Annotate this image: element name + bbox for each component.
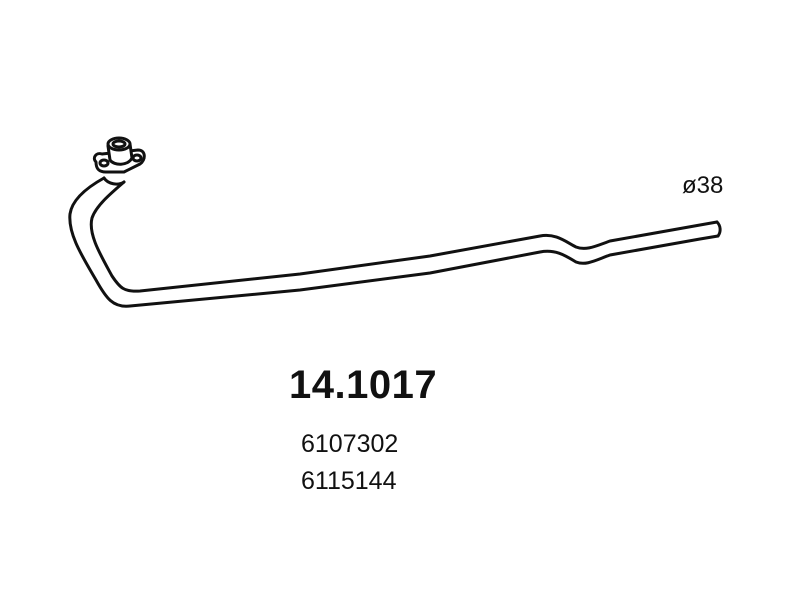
part-number: 14.1017 (289, 363, 438, 407)
flange-bolt-hole-left (98, 158, 110, 168)
flange-bolt-hole-right (131, 153, 143, 163)
reference-number: 6107302 (301, 430, 399, 458)
pipe-diameter-label: ø38 (682, 172, 724, 199)
reference-number: 6115144 (301, 467, 397, 495)
exhaust-pipe (68, 176, 722, 308)
pipe-outline-lower (89, 180, 719, 293)
pipe-bend-end (102, 176, 126, 186)
reference-number-list: 6107302 6115144 (301, 426, 398, 500)
flange-opening-inner (111, 139, 127, 149)
pipe-end-cap (715, 220, 722, 238)
pipe-outline-upper (68, 176, 720, 308)
flange (92, 136, 146, 174)
